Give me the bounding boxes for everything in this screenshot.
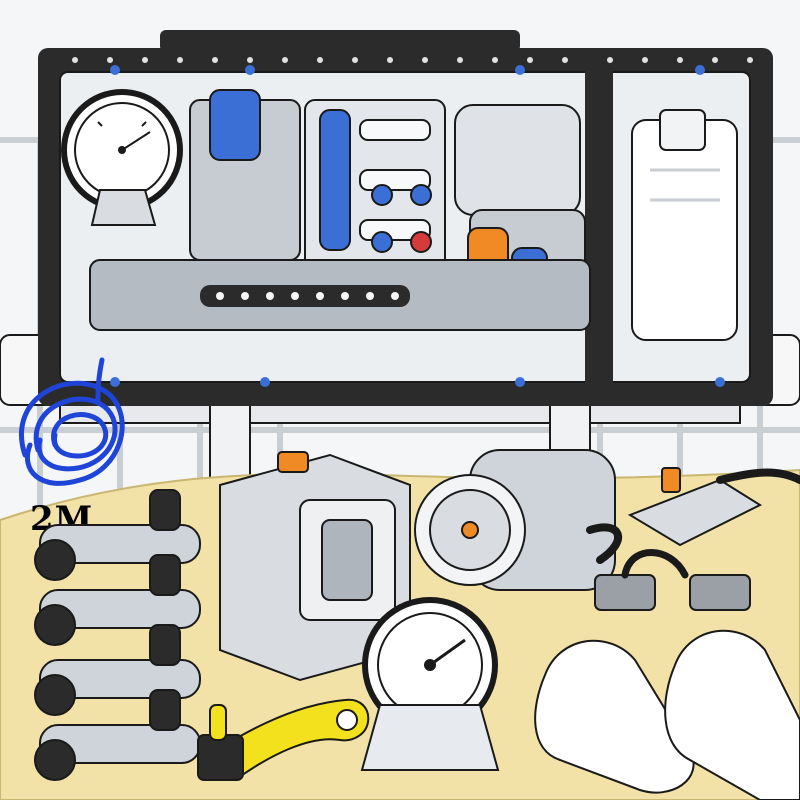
cylinder-2: [34, 554, 201, 646]
cylinder-1: [34, 489, 201, 581]
motor-icon: [414, 449, 616, 591]
battery-box-front: [219, 451, 411, 682]
pressure-gauge-icon: [61, 89, 183, 226]
air-tank-icon: [534, 629, 800, 800]
pressure-gauge-bottom: [360, 597, 500, 771]
battery-box-icon: [631, 109, 738, 341]
pneumatic-cylinder-icon-group: [34, 489, 201, 781]
yellow-lever-part: [197, 698, 370, 782]
tube-coil-icon: [19, 357, 125, 486]
cylinder-3: [34, 624, 201, 716]
switch-icon: [586, 467, 800, 611]
inner-mechanisms: [89, 89, 591, 331]
